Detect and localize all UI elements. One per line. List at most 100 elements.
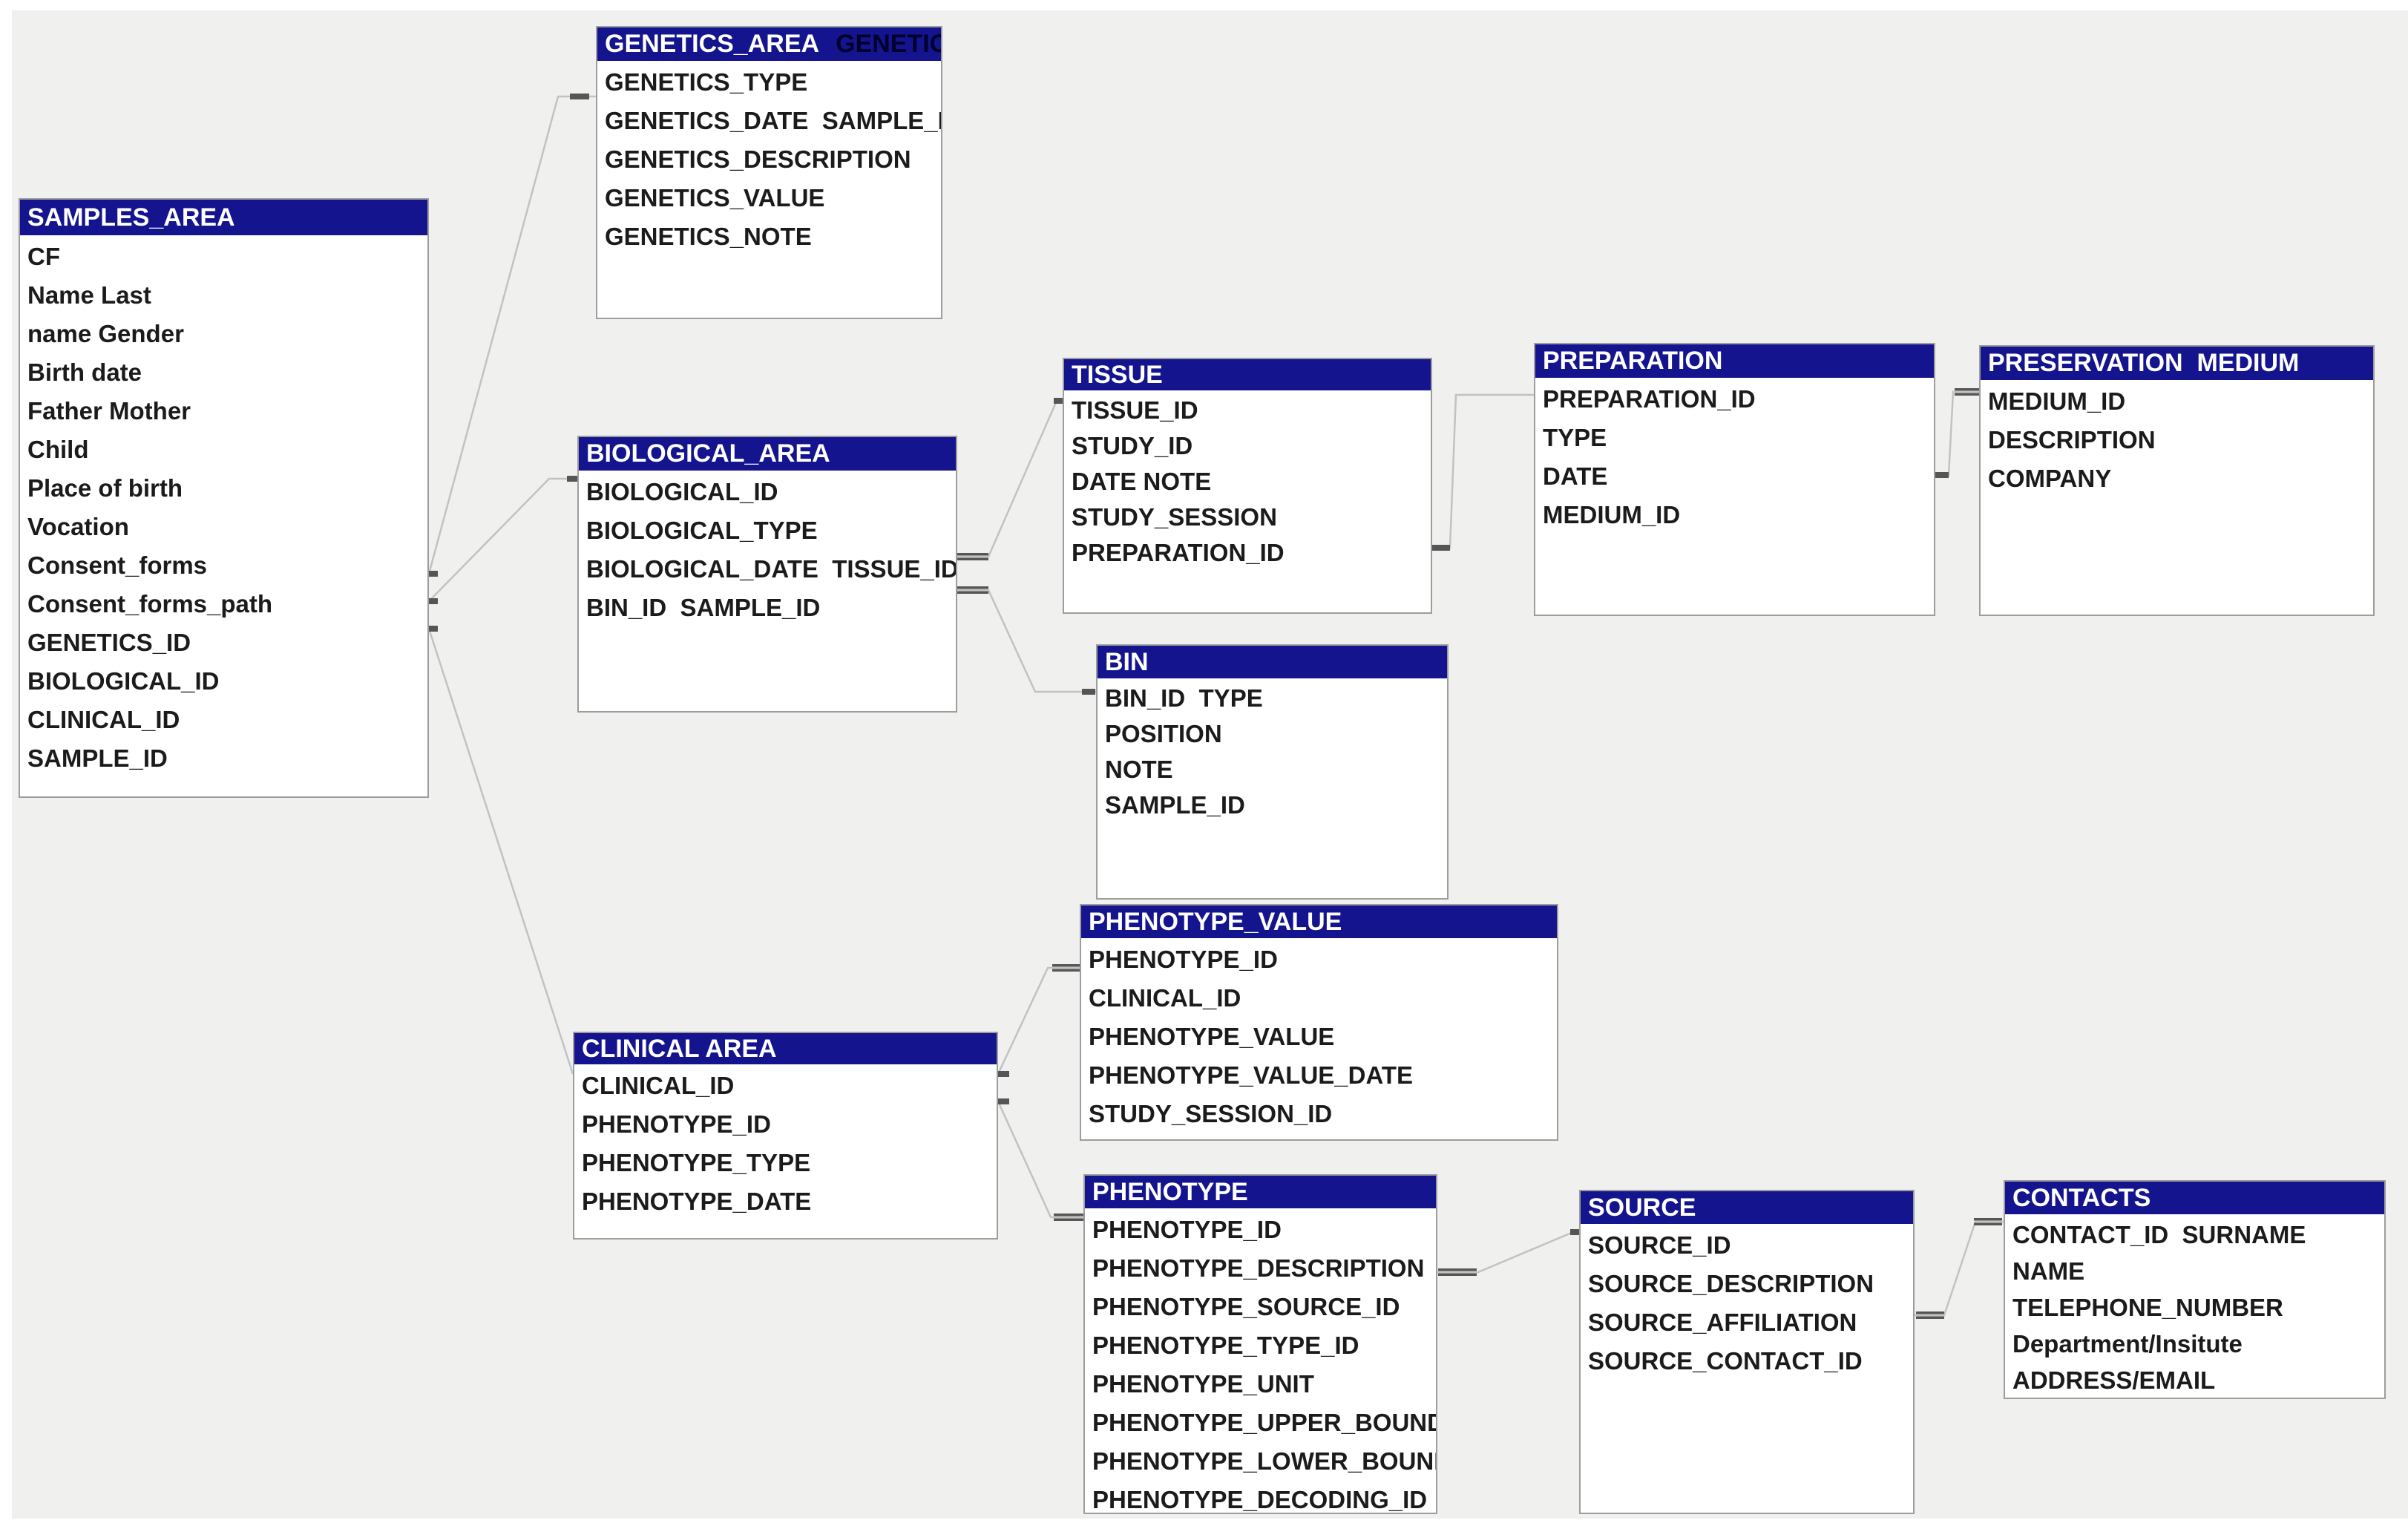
field-row[interactable]: BIOLOGICAL_ID — [586, 478, 778, 505]
entity-table-clinical_area[interactable]: CLINICAL AREA CLINICAL_ID PHENOTYPE_ID PHEN… — [573, 1032, 998, 1240]
field-row[interactable]: name Gender — [27, 320, 184, 347]
table-header-samples_area[interactable]: SAMPLES_AREA — [20, 200, 427, 235]
field-row[interactable]: COMPANY — [1988, 465, 2112, 492]
field-row[interactable]: CONTACT_ID SURNAME — [2012, 1221, 2306, 1248]
relationship-line-phenotype-source[interactable] — [1437, 1231, 1579, 1274]
table-header-phenotype[interactable]: PHENOTYPE — [1085, 1176, 1436, 1208]
table-header-phenotype_value[interactable]: PHENOTYPE_VALUE — [1081, 906, 1557, 938]
field-row[interactable]: BIOLOGICAL_ID — [27, 667, 220, 695]
field-row[interactable]: PHENOTYPE_DECODING_ID — [1092, 1486, 1428, 1513]
field-row[interactable]: GENETICS_NOTE — [605, 223, 812, 250]
field-row[interactable]: PHENOTYPE_TYPE_ID — [1092, 1332, 1359, 1359]
field-row[interactable]: NOTE — [1105, 756, 1173, 783]
field-row[interactable]: PHENOTYPE_LOWER_BOUND — [1092, 1447, 1436, 1475]
field-row[interactable]: CLINICAL_ID — [1089, 984, 1241, 1012]
field-row[interactable]: GENETICS_DESCRIPTION — [605, 145, 911, 173]
relationship-line-samples-clinical[interactable] — [427, 628, 574, 1075]
field-row[interactable]: MEDIUM_ID — [1543, 501, 1681, 528]
relationship-line-biological-bin[interactable] — [957, 589, 1096, 693]
field-row[interactable]: STUDY_SESSION_ID — [1089, 1100, 1333, 1127]
entity-table-contacts[interactable]: CONTACTS CONTACT_ID SURNAME NAME TELEPHONE_… — [2004, 1180, 2386, 1399]
field-row[interactable]: GENETICS_DATE SAMPLE_ID — [605, 107, 941, 134]
field-row[interactable]: Consent_forms — [27, 551, 208, 579]
field-row[interactable]: ADDRESS/EMAIL — [2012, 1366, 2216, 1394]
table-header-contacts[interactable]: CONTACTS — [2005, 1182, 2384, 1214]
field-row[interactable]: Department/Insitute — [2012, 1330, 2243, 1358]
field-row[interactable]: PHENOTYPE_ID — [1092, 1216, 1282, 1243]
relationship-line-samples-biological[interactable] — [428, 477, 577, 602]
field-row[interactable]: TYPE — [1543, 424, 1607, 451]
table-header-preparation[interactable]: PREPARATION — [1535, 344, 1934, 378]
field-row[interactable]: TISSUE_ID — [1072, 396, 1198, 424]
field-row[interactable]: PHENOTYPE_DATE — [582, 1188, 812, 1215]
field-row[interactable]: TELEPHONE_NUMBER — [2012, 1294, 2283, 1321]
field-row[interactable]: SAMPLE_ID — [1105, 791, 1245, 819]
field-row[interactable]: PHENOTYPE_VALUE — [1089, 1023, 1335, 1050]
field-row[interactable]: SOURCE_CONTACT_ID — [1588, 1347, 1863, 1375]
field-row[interactable]: GENETICS_VALUE — [605, 184, 825, 212]
table-header-clinical_area[interactable]: CLINICAL AREA — [574, 1033, 997, 1064]
relationship-line-preparation-tissue[interactable] — [1432, 393, 1534, 549]
field-row[interactable]: Place of birth — [27, 474, 183, 502]
entity-table-bin[interactable]: BIN BIN_ID TYPE POSITION NOTE SAMPLE_ID — [1096, 644, 1449, 900]
table-header-biological_area[interactable]: BIOLOGICAL_AREA — [579, 437, 956, 471]
relationship-line-preparation-preservation[interactable] — [1935, 390, 1979, 477]
field-row[interactable]: PREPARATION_ID — [1543, 385, 1756, 413]
field-row[interactable]: PHENOTYPE_VALUE_DATE — [1089, 1061, 1414, 1089]
field-row[interactable]: Vocation — [27, 513, 129, 540]
field-row[interactable]: MEDIUM_ID — [1988, 387, 2126, 415]
entity-table-source[interactable]: SOURCE SOURCE_ID SOURCE_DESCRIPTION SOURCE_… — [1579, 1190, 1915, 1514]
field-row[interactable]: PHENOTYPE_ID — [582, 1110, 771, 1138]
field-row[interactable]: CF — [27, 243, 60, 270]
field-row[interactable]: SOURCE_ID — [1588, 1231, 1731, 1259]
field-row[interactable]: CLINICAL_ID — [27, 706, 180, 733]
relationship-line-samples-genetics[interactable] — [427, 95, 596, 574]
entity-table-preparation[interactable]: PREPARATION PREPARATION_ID TYPE DATE MEDIUM_… — [1534, 343, 1935, 616]
field-row[interactable]: CLINICAL_ID — [582, 1072, 735, 1099]
entity-table-phenotype[interactable]: PHENOTYPE PHENOTYPE_ID PHENOTYPE_DESCRIPTI… — [1083, 1174, 1437, 1514]
field-row[interactable]: DATE NOTE — [1072, 468, 1212, 495]
field-row[interactable]: GENETICS_TYPE — [605, 68, 808, 96]
field-row[interactable]: DESCRIPTION — [1988, 426, 2156, 453]
entity-table-biological_area[interactable]: BIOLOGICAL_AREA BIOLOGICAL_ID BIOLOGICAL_T… — [577, 436, 957, 713]
entity-table-genetics_area[interactable]: GENETICS_AREAGENETICS_ID GENETICS_TYPE GEN… — [596, 26, 942, 319]
field-row[interactable]: POSITION — [1105, 720, 1222, 747]
relationship-line-clinical-phenotypevalue[interactable] — [997, 966, 1080, 1075]
field-row[interactable]: PHENOTYPE_SOURCE_ID — [1092, 1293, 1400, 1320]
field-row[interactable]: DATE — [1543, 462, 1608, 490]
entity-table-preservation_medium[interactable]: PRESERVATION MEDIUM MEDIUM_ID DESCRIPTION C… — [1979, 345, 2375, 616]
field-row[interactable]: STUDY_ID — [1072, 432, 1193, 459]
field-row[interactable]: BIOLOGICAL_DATE TISSUE_ID — [586, 555, 956, 583]
field-row[interactable]: Name Last — [27, 281, 151, 309]
field-row[interactable]: SOURCE_DESCRIPTION — [1588, 1270, 1874, 1297]
field-row[interactable]: Consent_forms_path — [27, 590, 273, 618]
field-row[interactable]: STUDY_SESSION — [1072, 503, 1277, 531]
table-header-tissue[interactable]: TISSUE — [1064, 359, 1431, 390]
field-row[interactable]: PREPARATION_ID — [1072, 539, 1285, 566]
field-row[interactable]: PHENOTYPE_UPPER_BOUND — [1092, 1409, 1436, 1436]
relationship-line-source-contacts[interactable] — [1915, 1220, 2004, 1317]
field-row[interactable]: Child — [27, 436, 89, 463]
field-row[interactable]: NAME — [2012, 1257, 2085, 1285]
field-row[interactable]: PHENOTYPE_TYPE — [582, 1149, 811, 1176]
field-row[interactable]: Birth date — [27, 358, 142, 386]
entity-table-phenotype_value[interactable]: PHENOTYPE_VALUE PHENOTYPE_ID CLINICAL_ID PH… — [1080, 904, 1558, 1141]
relationship-line-biological-tissue[interactable] — [957, 399, 1063, 558]
table-header-genetics_area[interactable]: GENETICS_AREAGENETICS_ID — [597, 27, 941, 61]
table-header-source[interactable]: SOURCE — [1581, 1191, 1913, 1224]
field-row[interactable]: BIOLOGICAL_TYPE — [586, 517, 818, 544]
field-row[interactable]: PHENOTYPE_UNIT — [1092, 1370, 1314, 1398]
field-row[interactable]: Father Mother — [27, 397, 191, 425]
field-row[interactable]: BIN_ID SAMPLE_ID — [586, 594, 821, 621]
table-header-bin[interactable]: BIN — [1098, 646, 1447, 678]
field-row[interactable]: SOURCE_AFFILIATION — [1588, 1309, 1857, 1336]
field-row[interactable]: SAMPLE_ID — [27, 744, 168, 772]
field-row[interactable]: GENETICS_ID — [27, 629, 191, 656]
field-row[interactable]: BIN_ID TYPE — [1105, 684, 1263, 712]
entity-table-tissue[interactable]: TISSUE TISSUE_ID STUDY_ID DATE NOTE STUDY_SE… — [1063, 358, 1432, 614]
field-row[interactable]: PHENOTYPE_ID — [1089, 946, 1278, 973]
table-header-preservation_medium[interactable]: PRESERVATION MEDIUM — [1981, 347, 2373, 380]
field-row[interactable]: PHENOTYPE_DESCRIPTION — [1092, 1254, 1425, 1282]
relationship-line-clinical-phenotype[interactable] — [997, 1101, 1083, 1219]
